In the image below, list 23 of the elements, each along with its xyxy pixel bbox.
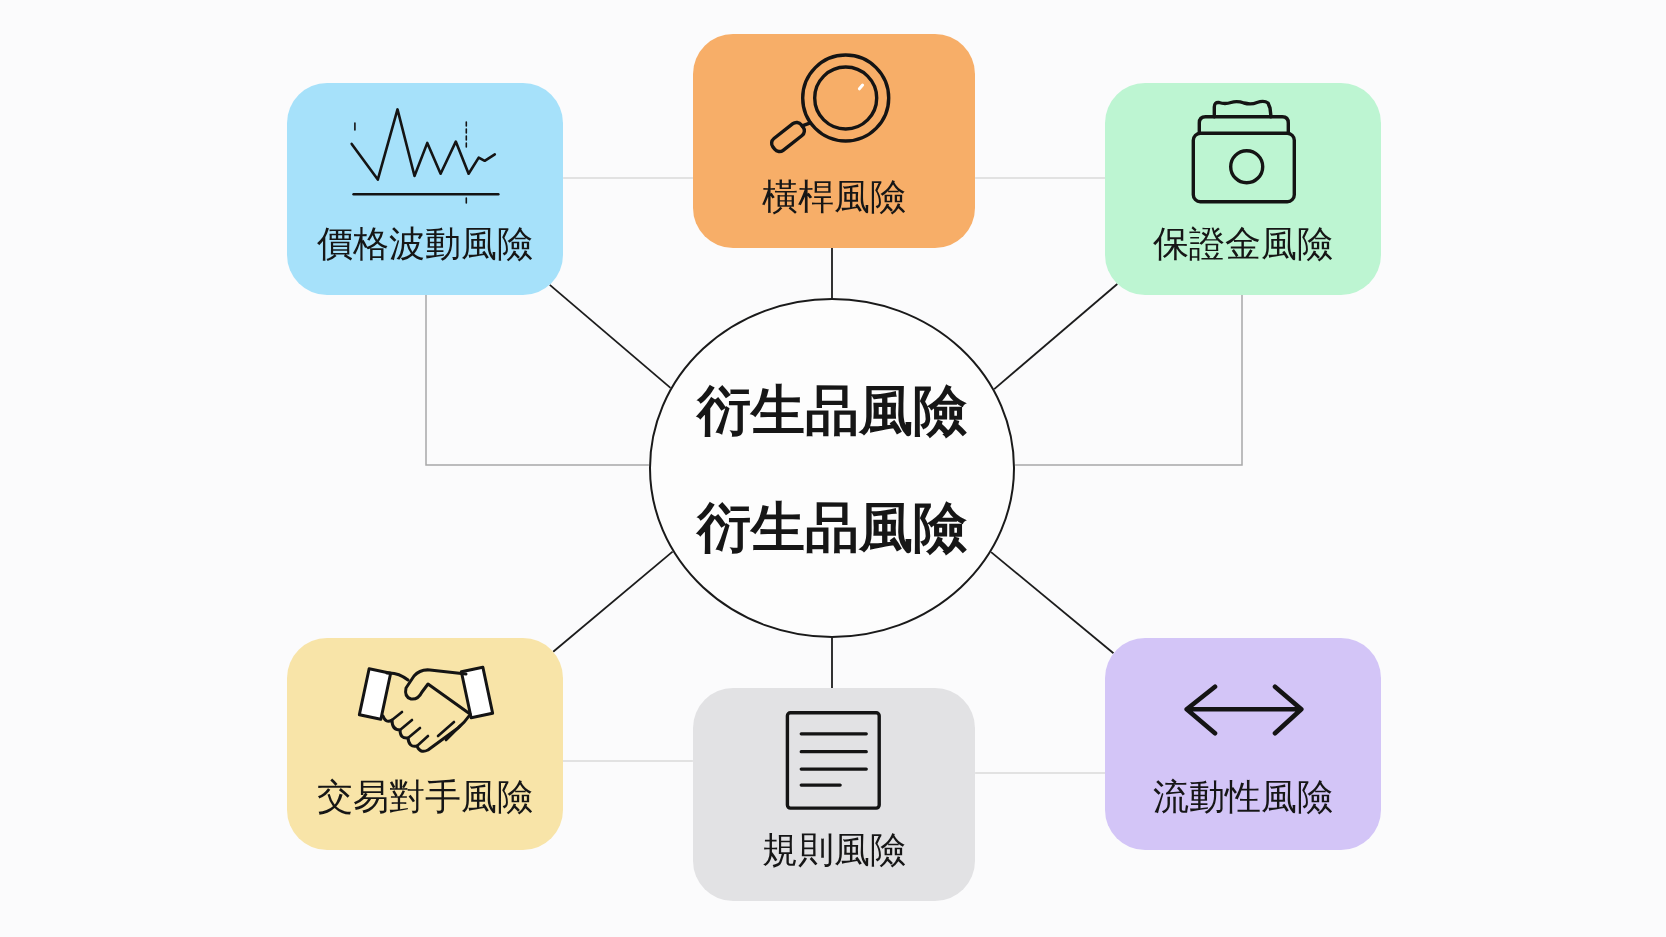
risk-card [693,34,975,248]
connector-line [1014,294,1243,466]
connector-line [425,294,650,466]
card-label: 保證金風險 [1153,223,1333,265]
connector-line [993,283,1119,390]
connector-line [990,551,1115,655]
center-title: 衍生品風險 [697,379,967,443]
center-circle [649,298,1015,638]
risk-card [287,638,563,850]
card-label: 價格波動風險 [317,223,533,265]
connector-line [552,550,674,653]
risk-card [693,688,975,901]
risk-card [1105,638,1381,850]
connector-line [831,247,833,299]
card-label: 交易對手風險 [317,776,533,818]
card-label: 規則風險 [762,829,906,871]
connector-line [831,637,833,689]
risk-card [287,83,563,295]
card-label: 橫桿風險 [762,176,906,218]
card-label: 流動性風險 [1153,776,1333,818]
connector-line [548,284,672,389]
center-title: 衍生品風險 [697,496,967,560]
risk-card [1105,83,1381,295]
